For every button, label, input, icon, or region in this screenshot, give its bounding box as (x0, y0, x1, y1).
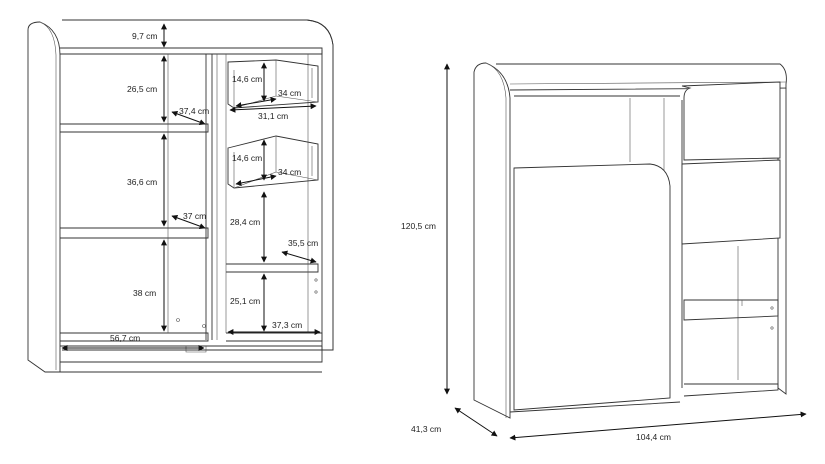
drawer-upper (227, 59, 319, 109)
dim-right-mid-height: 28,4 cm (230, 217, 260, 227)
dim-total-height: 120,5 cm (401, 221, 436, 231)
dim-upper-left-depth: 37,4 cm (179, 106, 209, 116)
perspective-view: 120,5 cm 41,3 cm 104,4 cm (401, 62, 807, 442)
dim-right-shelf-depth: 35,5 cm (288, 238, 318, 248)
dim-top-gap: 9,7 cm (132, 31, 158, 41)
dim-total-depth: 41,3 cm (411, 424, 441, 434)
dim-total-width: 104,4 cm (636, 432, 671, 442)
perspective-drawer-upper (681, 81, 781, 161)
dim-lower-left-height: 38 cm (133, 288, 156, 298)
dim-middle-left-height: 36,6 cm (127, 177, 157, 187)
dim-right-low-height: 25,1 cm (230, 296, 260, 306)
front-view: 9,7 cm 26,5 cm 37,4 cm 36,6 cm 37 cm 38 … (27, 19, 334, 373)
perspective-cabinet (473, 62, 787, 419)
dim-right-bottom-width: 37,3 cm (272, 320, 302, 330)
perspective-drawer-lower (681, 159, 781, 245)
dim-middle-left-depth: 37 cm (183, 211, 206, 221)
dim-drawer1-width: 31,1 cm (258, 111, 288, 121)
perspective-door-large (513, 163, 671, 411)
dim-bottom-width: 56,7 cm (110, 333, 140, 343)
dim-upper-left-height: 26,5 cm (127, 84, 157, 94)
dim-drawer2-depth: 34 cm (278, 167, 301, 177)
front-dimension-lines (61, 23, 321, 351)
dim-drawer1-height: 14,6 cm (232, 74, 262, 84)
dim-drawer1-depth: 34 cm (278, 88, 301, 98)
dim-drawer2-height: 14,6 cm (232, 153, 262, 163)
perspective-dimension-lines (444, 63, 807, 441)
